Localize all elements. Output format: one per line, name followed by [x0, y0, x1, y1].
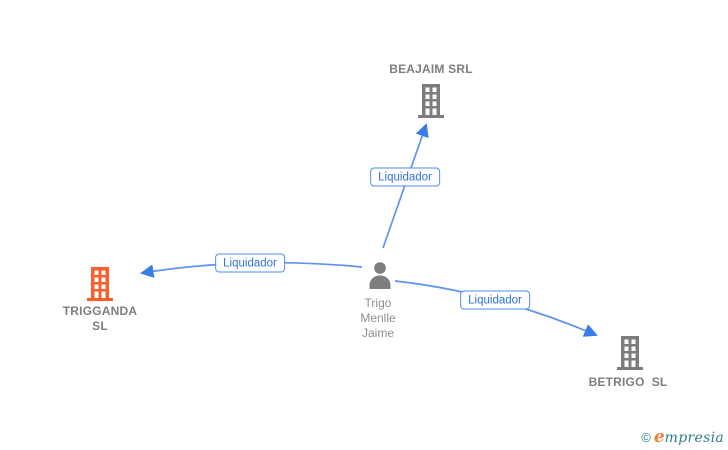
edge-label-liquidador-trigganda[interactable]: Liquidador	[215, 253, 285, 273]
node-label-betrigo: BETRIGO SL	[588, 375, 668, 389]
node-trigo-menlle-jaime[interactable]	[368, 262, 392, 289]
copyright-icon: ©	[641, 430, 651, 445]
node-beajaim-srl[interactable]	[418, 84, 444, 118]
building-icon	[87, 267, 113, 301]
node-label-person: Trigo Menlle Jaime	[360, 296, 396, 340]
node-trigganda-sl[interactable]	[87, 267, 113, 301]
edge-label-liquidador-betrigo[interactable]: Liquidador	[460, 290, 530, 310]
edge-label-liquidador-beajaim[interactable]: Liquidador	[370, 167, 440, 187]
person-icon	[369, 262, 391, 289]
edge-person-to-beajaim	[382, 123, 429, 249]
brand-wordmark: empresia	[653, 427, 724, 447]
empresia-logo: © empresia	[641, 427, 724, 447]
node-label-trigganda: TRIGGANDA SL	[62, 304, 138, 333]
building-icon	[418, 84, 444, 118]
node-label-beajaim: BEAJAIM SRL	[389, 62, 473, 76]
building-icon	[617, 336, 643, 370]
node-betrigo-sl[interactable]	[617, 336, 643, 370]
